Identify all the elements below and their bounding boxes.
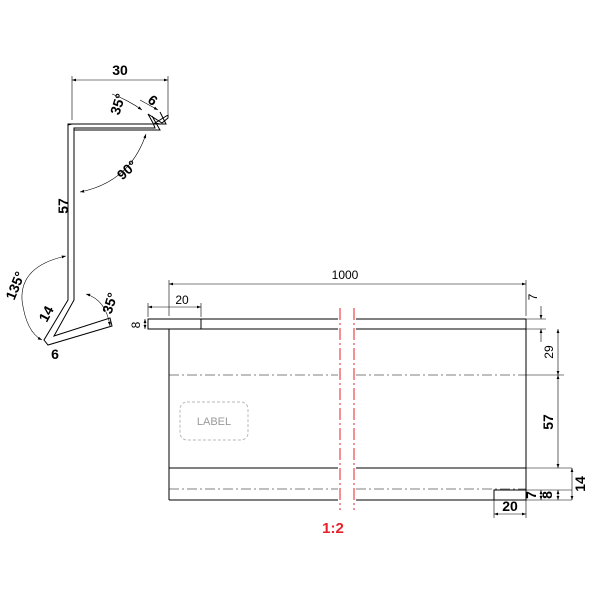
arc-angle-top: [111, 93, 143, 111]
dim-right-57: 57: [540, 414, 556, 430]
dim-right-14: 14: [572, 476, 588, 492]
dim-top-width: 30: [112, 62, 128, 78]
dim-bottom-tab-width: 20: [502, 498, 518, 514]
label-placeholder: LABEL: [197, 416, 231, 428]
label-placeholder-box: [179, 401, 249, 441]
profile-outer-line: [67, 111, 167, 300]
profile-section: 30 6 35° 90° 57 135° 14 35° 6: [2, 62, 169, 362]
arc-angle-bottom-right: [85, 293, 111, 327]
scale-text: 1:2: [322, 520, 344, 537]
strip-bottom-tab: [493, 489, 527, 501]
strip-top-tab: [147, 318, 202, 330]
angle-top: 35°: [107, 92, 129, 117]
dim-tab-height: 8: [129, 321, 143, 328]
dim-tab-width: 20: [175, 293, 189, 307]
dim-flange-bottom: 6: [51, 346, 59, 362]
dim-right-7-bottom: 7: [523, 491, 539, 499]
profile-inner-line: [73, 115, 161, 300]
angle-bottom-right: 35°: [99, 291, 121, 316]
dim-bottom-length: 14: [35, 303, 57, 324]
dim-right-7-top: 7: [526, 293, 540, 300]
angle-bottom-left: 135°: [2, 269, 28, 302]
dim-length: 1000: [332, 268, 359, 282]
dim-right-29: 29: [542, 345, 556, 359]
arc-angle-corner: [79, 133, 147, 193]
strip-view: 1000 20 8 LABEL 1:2: [129, 268, 588, 537]
arc-angle-bottom-left: [21, 255, 67, 341]
angle-corner: 90°: [114, 157, 140, 183]
dim-flange-top: 6: [145, 91, 161, 109]
profile-outline: [43, 113, 169, 346]
dim-right-8: 8: [539, 491, 555, 499]
dim-web-height: 57: [55, 198, 71, 214]
